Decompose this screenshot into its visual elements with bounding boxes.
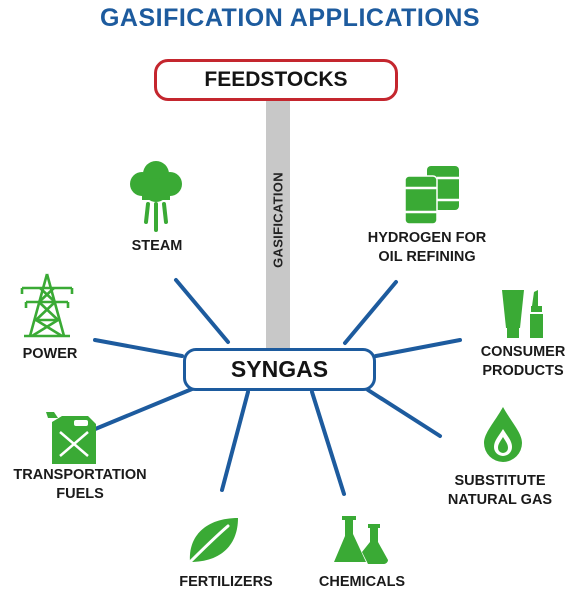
line-hydrogen: [343, 280, 398, 345]
sng-line-2: NATURAL GAS: [447, 492, 553, 508]
line-power: [93, 338, 184, 358]
sng-line-1: SUBSTITUTE: [454, 473, 546, 489]
line-chemicals: [310, 390, 346, 496]
cloud-steam-icon: [130, 161, 182, 232]
tube-lipstick-icon: [502, 290, 543, 338]
line-transportation: [86, 387, 194, 434]
gasification-bar: [266, 101, 290, 351]
transportation-line-1: TRANSPORTATION: [13, 467, 147, 483]
fertilizers-label: FERTILIZERS: [179, 574, 273, 590]
power-label: POWER: [22, 346, 78, 362]
consumer-line-2: PRODUCTS: [482, 363, 564, 379]
diagram-title: GASIFICATION APPLICATIONS: [99, 4, 481, 32]
feedstocks-box: FEEDSTOCKS: [154, 59, 398, 101]
transportation-line-2: FUELS: [56, 486, 104, 502]
gasification-label: GASIFICATION: [270, 172, 286, 268]
transportation-label: TRANSPORTATION FUELS: [13, 466, 146, 504]
flasks-icon: [334, 516, 388, 564]
consumer-line-1: CONSUMER: [480, 344, 566, 360]
line-consumer: [374, 338, 462, 358]
oil-barrels-icon: [404, 166, 459, 225]
consumer-label: CONSUMER PRODUCTS: [481, 343, 566, 381]
chemicals-label: CHEMICALS: [318, 574, 406, 590]
hydrogen-line-2: OIL REFINING: [378, 249, 476, 265]
line-steam: [174, 278, 230, 344]
line-fertilizers: [220, 390, 250, 492]
hydrogen-label: HYDROGEN FOR OIL REFINING: [368, 229, 486, 267]
jerry-can-icon: [46, 412, 96, 464]
leaf-icon: [184, 518, 238, 568]
line-sng: [366, 388, 442, 438]
sng-label: SUBSTITUTE NATURAL GAS: [448, 472, 552, 510]
syngas-box: SYNGAS: [183, 348, 376, 391]
power-tower-icon: [20, 273, 74, 338]
hydrogen-line-1: HYDROGEN FOR: [367, 230, 487, 246]
steam-label: STEAM: [131, 238, 183, 254]
gas-drop-icon: [484, 407, 522, 462]
